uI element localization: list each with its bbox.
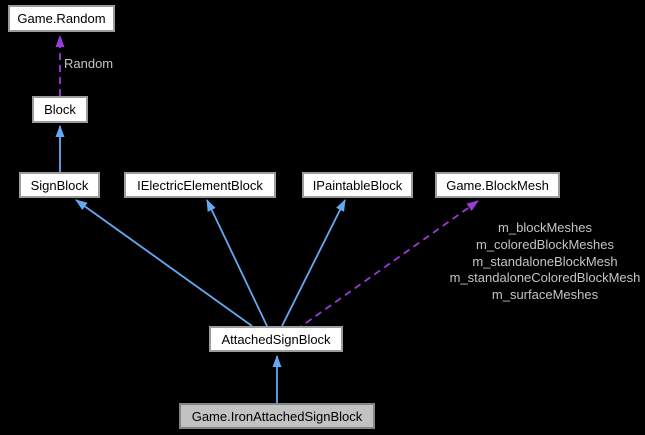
node-ielectricelementblock[interactable]: IElectricElementBlock [124, 172, 276, 198]
node-ipaintableblock[interactable]: IPaintableBlock [302, 172, 413, 198]
edge-label-random: Random [64, 56, 114, 71]
node-signblock[interactable]: SignBlock [19, 172, 100, 198]
node-block-label: Block [44, 102, 76, 117]
node-game-blockmesh[interactable]: Game.BlockMesh [435, 172, 560, 198]
node-game-ironattachedsignblock[interactable]: Game.IronAttachedSignBlock [179, 403, 375, 429]
edge-label-m-standaloneblockmesh: m_standaloneBlockMesh [472, 253, 618, 269]
edge-label-mesh-members: m_blockMeshes m_coloredBlockMeshes m_sta… [445, 220, 645, 304]
node-game-ironattachedsignblock-label: Game.IronAttachedSignBlock [191, 408, 363, 424]
node-ipaintableblock-label: IPaintableBlock [312, 177, 403, 193]
node-game-random[interactable]: Game.Random [8, 5, 115, 32]
node-block[interactable]: Block [32, 96, 88, 123]
edge-label-m-standalonecoloredblockmesh: m_standaloneColoredBlockMesh [449, 270, 641, 286]
edge-attachedsign-to-ipaintable [281, 199, 346, 327]
node-signblock-label: SignBlock [30, 177, 89, 193]
node-ielectricelementblock-label: IElectricElementBlock [137, 177, 263, 193]
edge-attachedsign-to-signblock [75, 199, 253, 327]
edge-attachedsign-to-ielectric [206, 199, 268, 327]
node-game-blockmesh-label: Game.BlockMesh [446, 177, 549, 193]
edge-attachedsign-to-blockmesh [295, 200, 479, 331]
node-attachedsignblock-label: AttachedSignBlock [221, 331, 331, 347]
node-game-random-label: Game.Random [17, 11, 106, 26]
edge-label-m-surfacemeshes: m_surfaceMeshes [491, 287, 599, 303]
node-attachedsignblock[interactable]: AttachedSignBlock [209, 326, 343, 352]
edge-label-m-coloredblockmeshes: m_coloredBlockMeshes [475, 236, 614, 252]
edge-label-m-blockmeshes: m_blockMeshes [498, 220, 592, 235]
